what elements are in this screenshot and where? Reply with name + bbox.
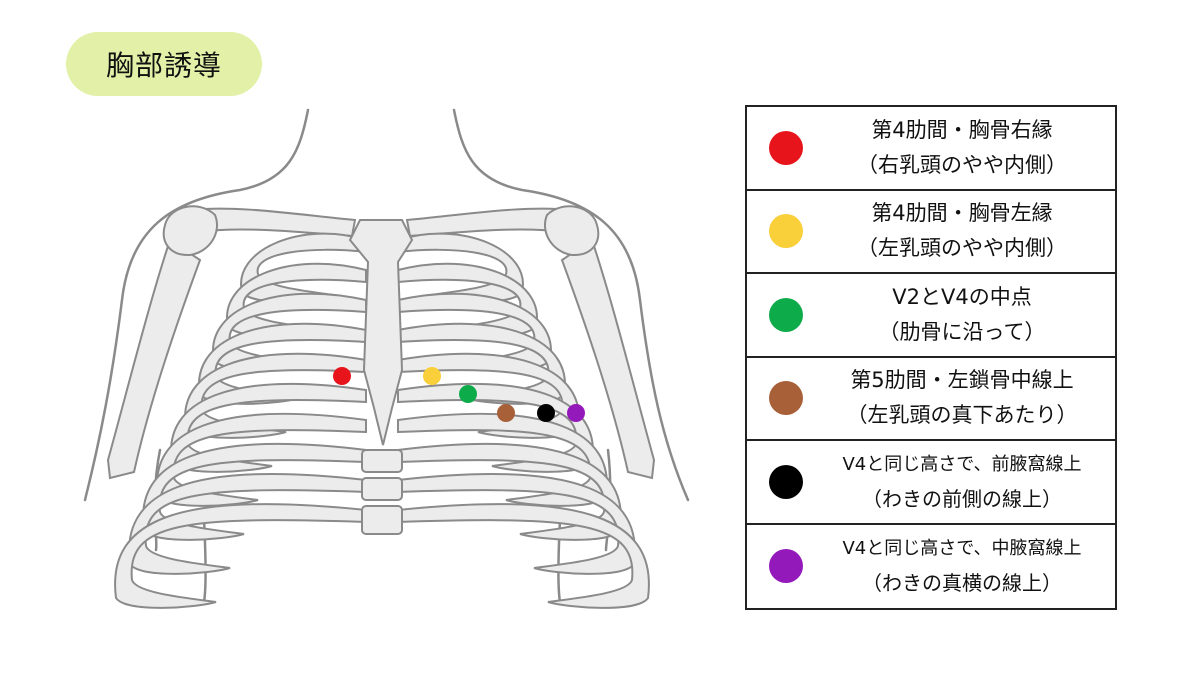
arm-bones	[106, 238, 656, 480]
legend-row-v6: V4と同じ高さで、中腋窩線上 （わきの真横の線上）	[747, 525, 1115, 609]
dot-icon-yellow	[769, 214, 803, 249]
ribs	[114, 232, 650, 609]
rib	[128, 472, 367, 575]
legend-row-v2: 第4肋間・胸骨左縁 （左乳頭のやや内側）	[747, 191, 1115, 274]
rib	[114, 502, 367, 609]
rib	[397, 412, 608, 507]
dot-icon-purple	[769, 549, 803, 584]
legend-row-v3: V2とV4の中点 （肋骨に沿って）	[747, 274, 1115, 358]
dot-icon-black	[769, 464, 803, 499]
dot-icon-brown	[769, 381, 803, 416]
dot-icon-green	[769, 297, 803, 332]
legend-line1: V2とV4の中点	[892, 284, 1032, 309]
legend-row-v5: V4と同じ高さで、前腋窩線上 （わきの前側の線上）	[747, 441, 1115, 525]
title-badge: 胸部誘導	[66, 32, 262, 96]
rib	[170, 382, 367, 473]
legend-line1: 第4肋間・胸骨右縁	[871, 117, 1053, 142]
legend-line2: （右乳頭のやや内側）	[857, 152, 1067, 177]
legend-line1: V4と同じ高さで、前腋窩線上	[842, 453, 1082, 475]
electrode-v3	[459, 385, 477, 403]
legend-row-v4: 第5肋間・左鎖骨中線上 （左乳頭の真下あたり）	[747, 358, 1115, 441]
electrode-legend: 第4肋間・胸骨右縁 （右乳頭のやや内側） 第4肋間・胸骨左縁 （左乳頭のやや内側…	[745, 105, 1117, 610]
spine	[361, 449, 403, 535]
ribs-right	[114, 232, 367, 609]
electrode-v4	[497, 404, 515, 422]
rib	[184, 352, 367, 439]
clavicles	[162, 205, 600, 257]
rib	[397, 502, 650, 609]
page-title: 胸部誘導	[105, 49, 222, 82]
electrode-v5	[537, 404, 555, 422]
legend-line2: （わきの前側の線上）	[862, 486, 1062, 511]
ribs-left	[397, 232, 650, 609]
electrode-v6	[567, 404, 585, 422]
legend-line2: （肋骨に沿って）	[878, 319, 1046, 344]
legend-line1: 第4肋間・胸骨左縁	[871, 201, 1053, 226]
rib-cage-illustration	[83, 108, 690, 609]
legend-line2: （左乳頭の真下あたり）	[846, 403, 1078, 428]
rib	[397, 472, 636, 575]
dot-icon-red	[769, 130, 803, 165]
legend-line2: （わきの真横の線上）	[862, 571, 1062, 596]
electrode-v2	[423, 367, 441, 385]
legend-line1: 第5肋間・左鎖骨中線上	[850, 368, 1074, 393]
electrode-points	[333, 367, 585, 422]
rib	[156, 412, 367, 507]
rib	[397, 352, 580, 439]
sternum	[348, 219, 414, 446]
electrode-v1	[333, 367, 351, 385]
legend-line2: （左乳頭のやや内側）	[857, 236, 1067, 261]
legend-row-v1: 第4肋間・胸骨右縁 （右乳頭のやや内側）	[747, 107, 1115, 191]
legend-line1: V4と同じ高さで、中腋窩線上	[842, 538, 1082, 560]
